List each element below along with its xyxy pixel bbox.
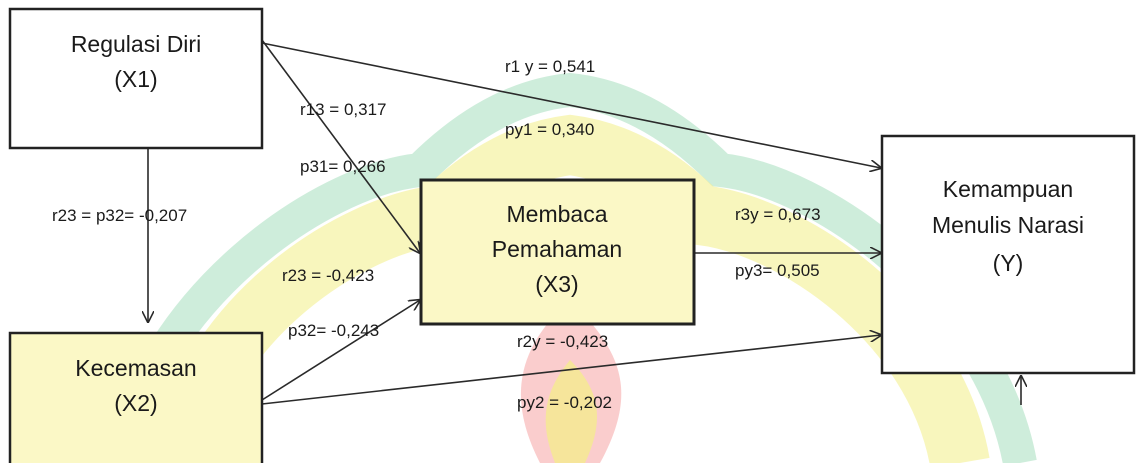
label-p32: p32= -0,243 — [288, 321, 379, 340]
node-y-title-line1: Kemampuan — [943, 176, 1073, 202]
label-r23-p32: r23 = p32= -0,207 — [52, 206, 187, 225]
arrow-x1-to-x3 — [261, 39, 420, 253]
node-x2-code: (X2) — [114, 390, 157, 416]
node-x3-title-line2: Pemahaman — [492, 236, 622, 262]
node-x2-title: Kecemasan — [75, 355, 196, 381]
arrow-x2-to-y — [261, 335, 881, 405]
label-p31: p31= 0,266 — [300, 157, 386, 176]
node-y: Kemampuan Menulis Narasi (Y) — [880, 134, 1136, 375]
path-arrows — [148, 39, 1021, 405]
node-x1-title: Regulasi Diri — [71, 31, 201, 57]
label-r13: r13 = 0,317 — [300, 100, 387, 119]
node-y-box — [880, 134, 1136, 375]
arrow-x1-to-y — [261, 42, 881, 168]
node-x2: Kecemasan (X2) — [8, 331, 264, 468]
node-x3: Membaca Pemahaman (X3) — [419, 178, 696, 326]
coefficient-labels: r1 y = 0,541 py1 = 0,340 r13 = 0,317 p31… — [52, 57, 821, 412]
node-x2-box — [8, 331, 264, 468]
label-py3: py3= 0,505 — [735, 261, 820, 280]
node-x1-code: (X1) — [114, 66, 157, 92]
label-r3y: r3y = 0,673 — [735, 205, 821, 224]
watermark-green-arch — [103, 72, 1037, 467]
node-x1: Regulasi Diri (X1) — [8, 7, 264, 150]
node-x3-title-line1: Membaca — [507, 201, 608, 227]
label-py1: py1 = 0,340 — [505, 120, 594, 139]
label-r2y: r2y = -0,423 — [517, 332, 608, 351]
watermark-yellow-flame — [545, 360, 597, 463]
watermark-yellow-arch — [150, 114, 990, 468]
node-x3-box — [419, 178, 696, 326]
node-x1-box — [8, 7, 264, 150]
label-r23: r23 = -0,423 — [282, 266, 374, 285]
node-y-title-line2: Menulis Narasi — [932, 212, 1084, 238]
watermark-emblem — [103, 72, 1037, 468]
label-r1y: r1 y = 0,541 — [505, 57, 595, 76]
node-x3-code: (X3) — [535, 271, 578, 297]
arrow-x2-to-x3 — [261, 300, 420, 401]
label-py2: py2 = -0,202 — [517, 393, 612, 412]
node-y-code: (Y) — [993, 250, 1024, 276]
